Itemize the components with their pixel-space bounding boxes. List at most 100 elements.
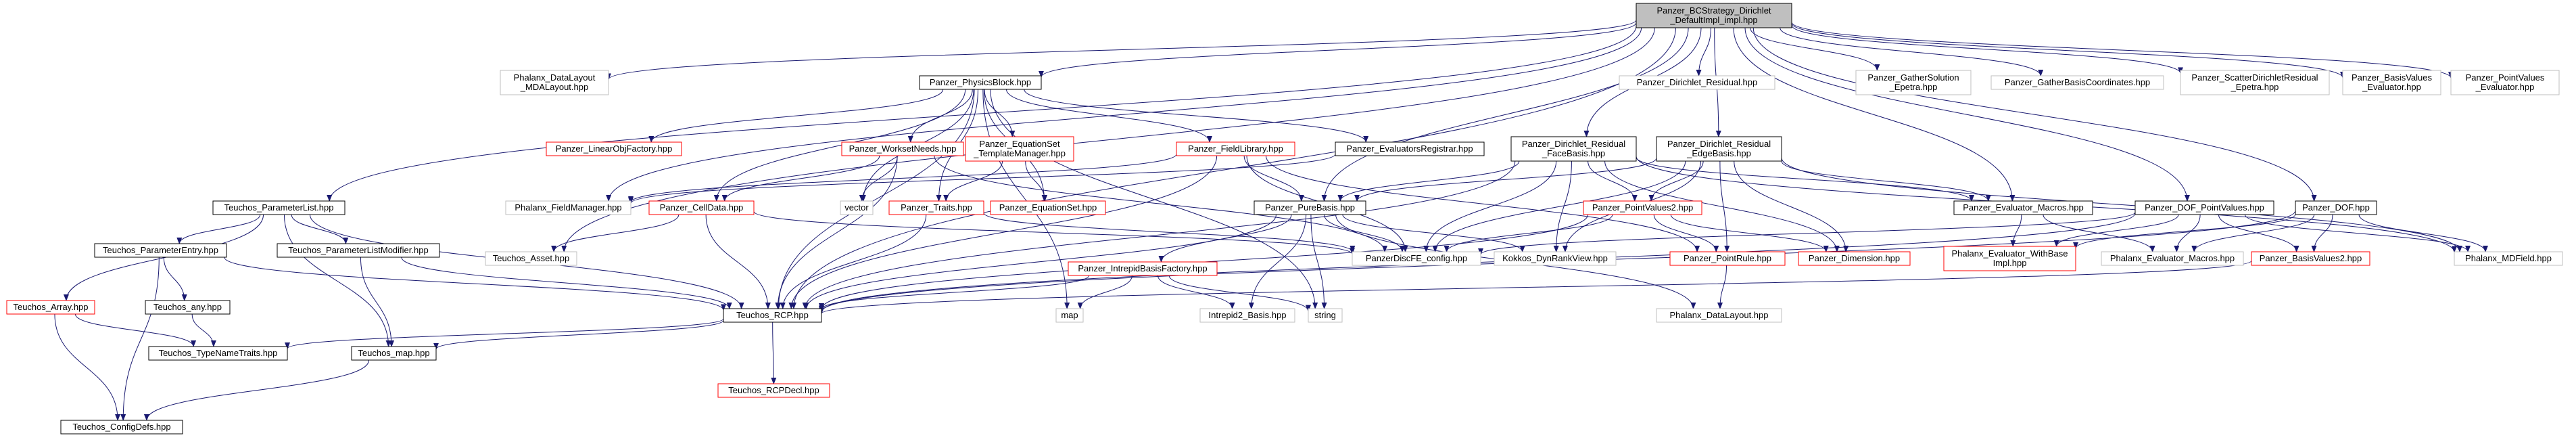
node-intrepid-basis-factory[interactable]: Panzer_IntrepidBasisFactory.hpp [1068, 261, 1218, 276]
edge-dirichlet_face-to-discfe_config [1423, 160, 1557, 252]
edge-celldata-to-teuchos_rcp [705, 214, 771, 309]
node-label-line: Panzer_PureBasis.hpp [1265, 202, 1355, 213]
node-box [648, 200, 755, 215]
node-label-line: Teuchos_ParameterList.hpp [224, 202, 334, 213]
node-label: vector [844, 202, 869, 213]
node-linear-obj-factory[interactable]: Panzer_LinearObjFactory.hpp [546, 141, 682, 156]
edge-dof_pointvalues-to-phalanx_mdfield [2244, 214, 2471, 252]
edge-evaluator_macros-to-phalanx_evaluator_withbase [2010, 214, 2022, 247]
edge-root-to-dof [1752, 27, 2317, 202]
node-root[interactable]: Panzer_BCStrategy_Dirichlet_DefaultImpl_… [1636, 3, 1792, 28]
node-teuchos-array[interactable]: Teuchos_Array.hpp [6, 300, 95, 315]
node-evaluator-macros[interactable]: Panzer_Evaluator_Macros.hpp [1953, 200, 2093, 215]
node-workset-needs[interactable]: Panzer_WorksetNeeds.hpp [841, 141, 964, 156]
node-label-line: Teuchos_TypeNameTraits.hpp [159, 348, 278, 358]
node-label-line: Panzer_PointRule.hpp [1684, 253, 1771, 263]
node-box [919, 75, 1042, 90]
edge-equationset_tm-to-equationset [1025, 160, 1048, 202]
node-teuchos-plmodifier[interactable]: Teuchos_ParameterListModifier.hpp [277, 243, 440, 258]
node-label: Panzer_EvaluatorsRegistrar.hpp [1346, 143, 1473, 154]
node-label-line: Panzer_Traits.hpp [901, 202, 972, 213]
node-label-line: Phalanx_DataLayout [514, 72, 596, 83]
node-dof-pointvalues[interactable]: Panzer_DOF_PointValues.hpp [2134, 200, 2274, 215]
node-teuchos-typenametraits[interactable]: Teuchos_TypeNameTraits.hpp [148, 346, 288, 361]
node-phalanx-mdfield: Phalanx_MDField.hpp [2454, 251, 2563, 266]
node-label-line: Teuchos_ParameterListModifier.hpp [288, 245, 428, 255]
node-basis-values-eval: Panzer_BasisValues_Evaluator.hpp [2342, 70, 2441, 95]
node-phalanx-dl-mda: Phalanx_DataLayout_MDALayout.hpp [500, 70, 609, 95]
edge-teuchos_parameterlist-to-teuchos_map [283, 214, 391, 347]
node-equationset-tm[interactable]: Panzer_EquationSet_TemplateManager.hpp [965, 136, 1074, 162]
node-label-line: Phalanx_MDField.hpp [2465, 253, 2552, 263]
node-physicsblock[interactable]: Panzer_PhysicsBlock.hpp [919, 75, 1042, 90]
node-dimension[interactable]: Panzer_Dimension.hpp [1798, 251, 1911, 266]
node-pointrule[interactable]: Panzer_PointRule.hpp [1669, 251, 1786, 266]
node-label-line: Teuchos_any.hpp [153, 302, 222, 312]
node-celldata[interactable]: Panzer_CellData.hpp [648, 200, 755, 215]
edge-traits-to-discfe_config [983, 212, 1356, 252]
node-label-line: Phalanx_FieldManager.hpp [515, 202, 621, 213]
node-teuchos-parameterentry[interactable]: Teuchos_ParameterEntry.hpp [94, 243, 227, 258]
edge-root-to-gather_solution [1750, 27, 1880, 71]
node-dirichlet-residual: Panzer_Dirichlet_Residual.hpp [1619, 75, 1775, 90]
node-label-line: Panzer_PhysicsBlock.hpp [930, 77, 1031, 87]
node-label: Teuchos_TypeNameTraits.hpp [159, 348, 278, 358]
node-label: Panzer_EquationSet_TemplateManager.hpp [973, 139, 1066, 158]
node-teuchos-rcpdecl[interactable]: Teuchos_RCPDecl.hpp [717, 383, 830, 398]
node-label-line: Panzer_PointValues [2466, 72, 2545, 83]
node-pointvalues2[interactable]: Panzer_PointValues2.hpp [1583, 200, 1702, 215]
node-label: PanzerDiscFE_config.hpp [1366, 253, 1467, 263]
edge-dirichlet_edge-to-purebasis [1354, 158, 1657, 202]
node-label-line: Panzer_EquationSet.hpp [999, 202, 1097, 213]
node-box [2180, 70, 2330, 95]
edge-root-to-phalanx_dl_mda [606, 20, 1637, 81]
node-label-line: _TemplateManager.hpp [973, 148, 1066, 158]
node-fieldlibrary[interactable]: Panzer_FieldLibrary.hpp [1176, 141, 1295, 156]
node-label: Panzer_Dirichlet_Residual_FaceBasis.hpp [1522, 139, 1625, 158]
node-label-line: Panzer_Dirichlet_Residual [1522, 139, 1625, 149]
node-box [1990, 75, 2164, 90]
node-teuchos-configdefs[interactable]: Teuchos_ConfigDefs.hpp [60, 420, 183, 435]
node-label-line: Panzer_BasisValues [2352, 72, 2432, 83]
edge-evaluators_registrar-to-phalanx_fieldmanager [628, 154, 1336, 204]
node-traits[interactable]: Panzer_Traits.hpp [888, 200, 984, 215]
node-teuchos-any[interactable]: Teuchos_any.hpp [145, 300, 231, 315]
edge-root-to-teuchos_asset [561, 27, 1655, 252]
edge-teuchos_plmodifier-to-teuchos_rcp [401, 257, 732, 309]
node-label-line: Panzer_Dirichlet_Residual.hpp [1637, 77, 1758, 87]
node-phalanx-fieldmanager: Phalanx_FieldManager.hpp [505, 200, 631, 215]
node-teuchos-map[interactable]: Teuchos_map.hpp [351, 346, 437, 361]
edge-root-to-dof_pointvalues [1744, 27, 2190, 202]
node-dirichlet-face[interactable]: Panzer_Dirichlet_Residual_FaceBasis.hpp [1510, 136, 1637, 162]
node-label-line: _Epetra.hpp [2231, 82, 2279, 92]
node-label-line: Teuchos_RCPDecl.hpp [728, 385, 819, 395]
node-dirichlet-edge[interactable]: Panzer_Dirichlet_Residual_EdgeBasis.hpp [1656, 136, 1782, 162]
node-box [1583, 200, 1702, 215]
node-gather-solution: Panzer_GatherSolution_Epetra.hpp [1855, 70, 1972, 95]
node-label: Kokkos_DynRankView.hpp [1502, 253, 1608, 263]
edge-teuchos_parameterlist-to-teuchos_plmodifier [291, 214, 349, 244]
node-box [1636, 3, 1792, 28]
edge-physicsblock-to-map [982, 89, 1070, 309]
node-box [965, 136, 1074, 162]
node-label-line: _Epetra.hpp [1889, 82, 1938, 92]
node-teuchos-parameterlist[interactable]: Teuchos_ParameterList.hpp [212, 200, 345, 215]
node-teuchos-rcp[interactable]: Teuchos_RCP.hpp [723, 308, 822, 323]
node-equationset[interactable]: Panzer_EquationSet.hpp [990, 200, 1106, 215]
node-purebasis[interactable]: Panzer_PureBasis.hpp [1254, 200, 1366, 215]
node-label: Panzer_Dimension.hpp [1809, 253, 1900, 263]
edge-root-to-phalanx_fieldmanager [606, 27, 1642, 202]
node-dof[interactable]: Panzer_DOF.hpp [2295, 200, 2377, 215]
edge-teuchos_any-to-teuchos_typenametraits [191, 313, 216, 347]
node-basisvalues2[interactable]: Panzer_BasisValues2.hpp [2251, 251, 2370, 266]
edge-dirichlet_face-to-kokkos_dynrankview [1553, 160, 1572, 252]
edge-fieldlibrary-to-purebasis [1243, 155, 1304, 202]
node-label-line: Panzer_GatherBasisCoordinates.hpp [2005, 77, 2150, 87]
node-box [1943, 246, 2076, 271]
node-evaluators-registrar[interactable]: Panzer_EvaluatorsRegistrar.hpp [1335, 141, 1485, 156]
node-label: Teuchos_ConfigDefs.hpp [72, 422, 170, 432]
node-label-line: Panzer_EvaluatorsRegistrar.hpp [1346, 143, 1473, 154]
node-label-line: PanzerDiscFE_config.hpp [1366, 253, 1467, 263]
